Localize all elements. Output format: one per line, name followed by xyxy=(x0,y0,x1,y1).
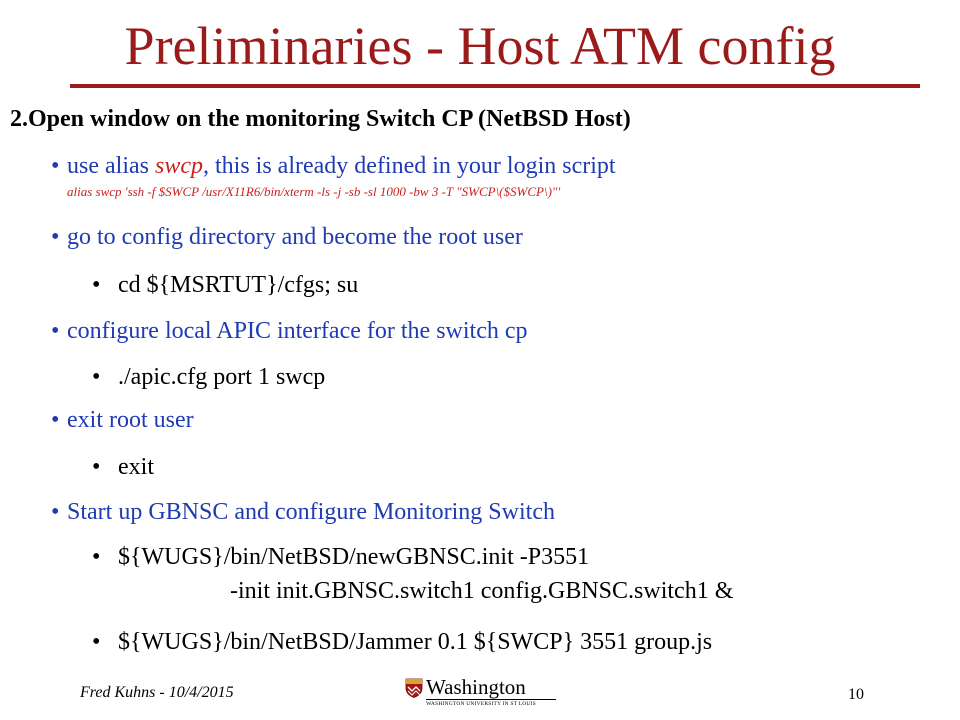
start-gbnsc-text: Start up GBNSC and configure Monitoring … xyxy=(67,499,555,525)
bullet-dot: • xyxy=(51,407,60,433)
logo-rule xyxy=(426,699,556,700)
gbnsc-command-line2: -init init.GBNSC.switch1 config.GBNSC.sw… xyxy=(230,578,734,604)
bullet-dot: • xyxy=(51,224,60,250)
bullet-jammer-command: • ${WUGS}/bin/NetBSD/Jammer 0.1 ${SWCP} … xyxy=(92,627,713,657)
bullet-exit-command: • exit xyxy=(92,452,154,482)
bullet-use-alias: • use alias swcp, this is already define… xyxy=(51,151,616,181)
bullet-exit-root: • exit root user xyxy=(51,405,194,435)
university-shield-icon xyxy=(405,678,423,698)
bullet-configure-apic: • configure local APIC interface for the… xyxy=(51,316,528,346)
exit-command-text: exit xyxy=(118,454,154,480)
bullet-dot: • xyxy=(92,364,101,390)
exit-root-text: exit root user xyxy=(67,407,194,433)
bullet-apic-command: • ./apic.cfg port 1 swcp xyxy=(92,362,326,392)
university-logo: Washington WASHINGTON UNIVERSITY IN ST L… xyxy=(405,675,557,709)
bullet-gbnsc-command: • ${WUGS}/bin/NetBSD/newGBNSC.init -P355… xyxy=(92,542,590,572)
bullet-config-dir: • go to config directory and become the … xyxy=(51,222,523,252)
bullet-dot: • xyxy=(92,544,101,570)
bullet-dot: • xyxy=(51,318,60,344)
config-dir-text: go to config directory and become the ro… xyxy=(67,224,523,250)
bullet-cd-command: • cd ${MSRTUT}/cfgs; su xyxy=(92,270,359,300)
logo-subline: WASHINGTON UNIVERSITY IN ST LOUIS xyxy=(426,701,536,707)
use-alias-suffix: , this is already defined in your login … xyxy=(202,153,616,179)
apic-command-text: ./apic.cfg port 1 swcp xyxy=(118,364,326,390)
logo-wordmark: Washington xyxy=(426,675,526,699)
title-underline xyxy=(70,84,920,88)
bullet-dot: • xyxy=(92,272,101,298)
bullet-start-gbnsc: • Start up GBNSC and configure Monitorin… xyxy=(51,497,555,527)
slide-title: Preliminaries - Host ATM config xyxy=(124,16,836,76)
bullet-dot: • xyxy=(51,499,60,525)
bullet-dot: • xyxy=(92,454,101,480)
use-alias-prefix: use alias xyxy=(67,153,155,179)
page-number: 10 xyxy=(848,686,864,703)
bullet-dot: • xyxy=(92,629,101,655)
alias-name: swcp xyxy=(154,153,203,179)
jammer-command-text: ${WUGS}/bin/NetBSD/Jammer 0.1 ${SWCP} 35… xyxy=(118,629,713,655)
cd-command-text: cd ${MSRTUT}/cfgs; su xyxy=(118,272,359,298)
footer-author-date: Fred Kuhns - 10/4/2015 xyxy=(80,684,234,701)
gbnsc-command-line1: ${WUGS}/bin/NetBSD/newGBNSC.init -P3551 xyxy=(118,544,590,570)
configure-apic-text: configure local APIC interface for the s… xyxy=(67,318,528,344)
step-heading: 2.Open window on the monitoring Switch C… xyxy=(10,106,631,132)
alias-command: alias swcp 'ssh -f $SWCP /usr/X11R6/bin/… xyxy=(67,184,561,199)
bullet-dot: • xyxy=(51,153,60,179)
